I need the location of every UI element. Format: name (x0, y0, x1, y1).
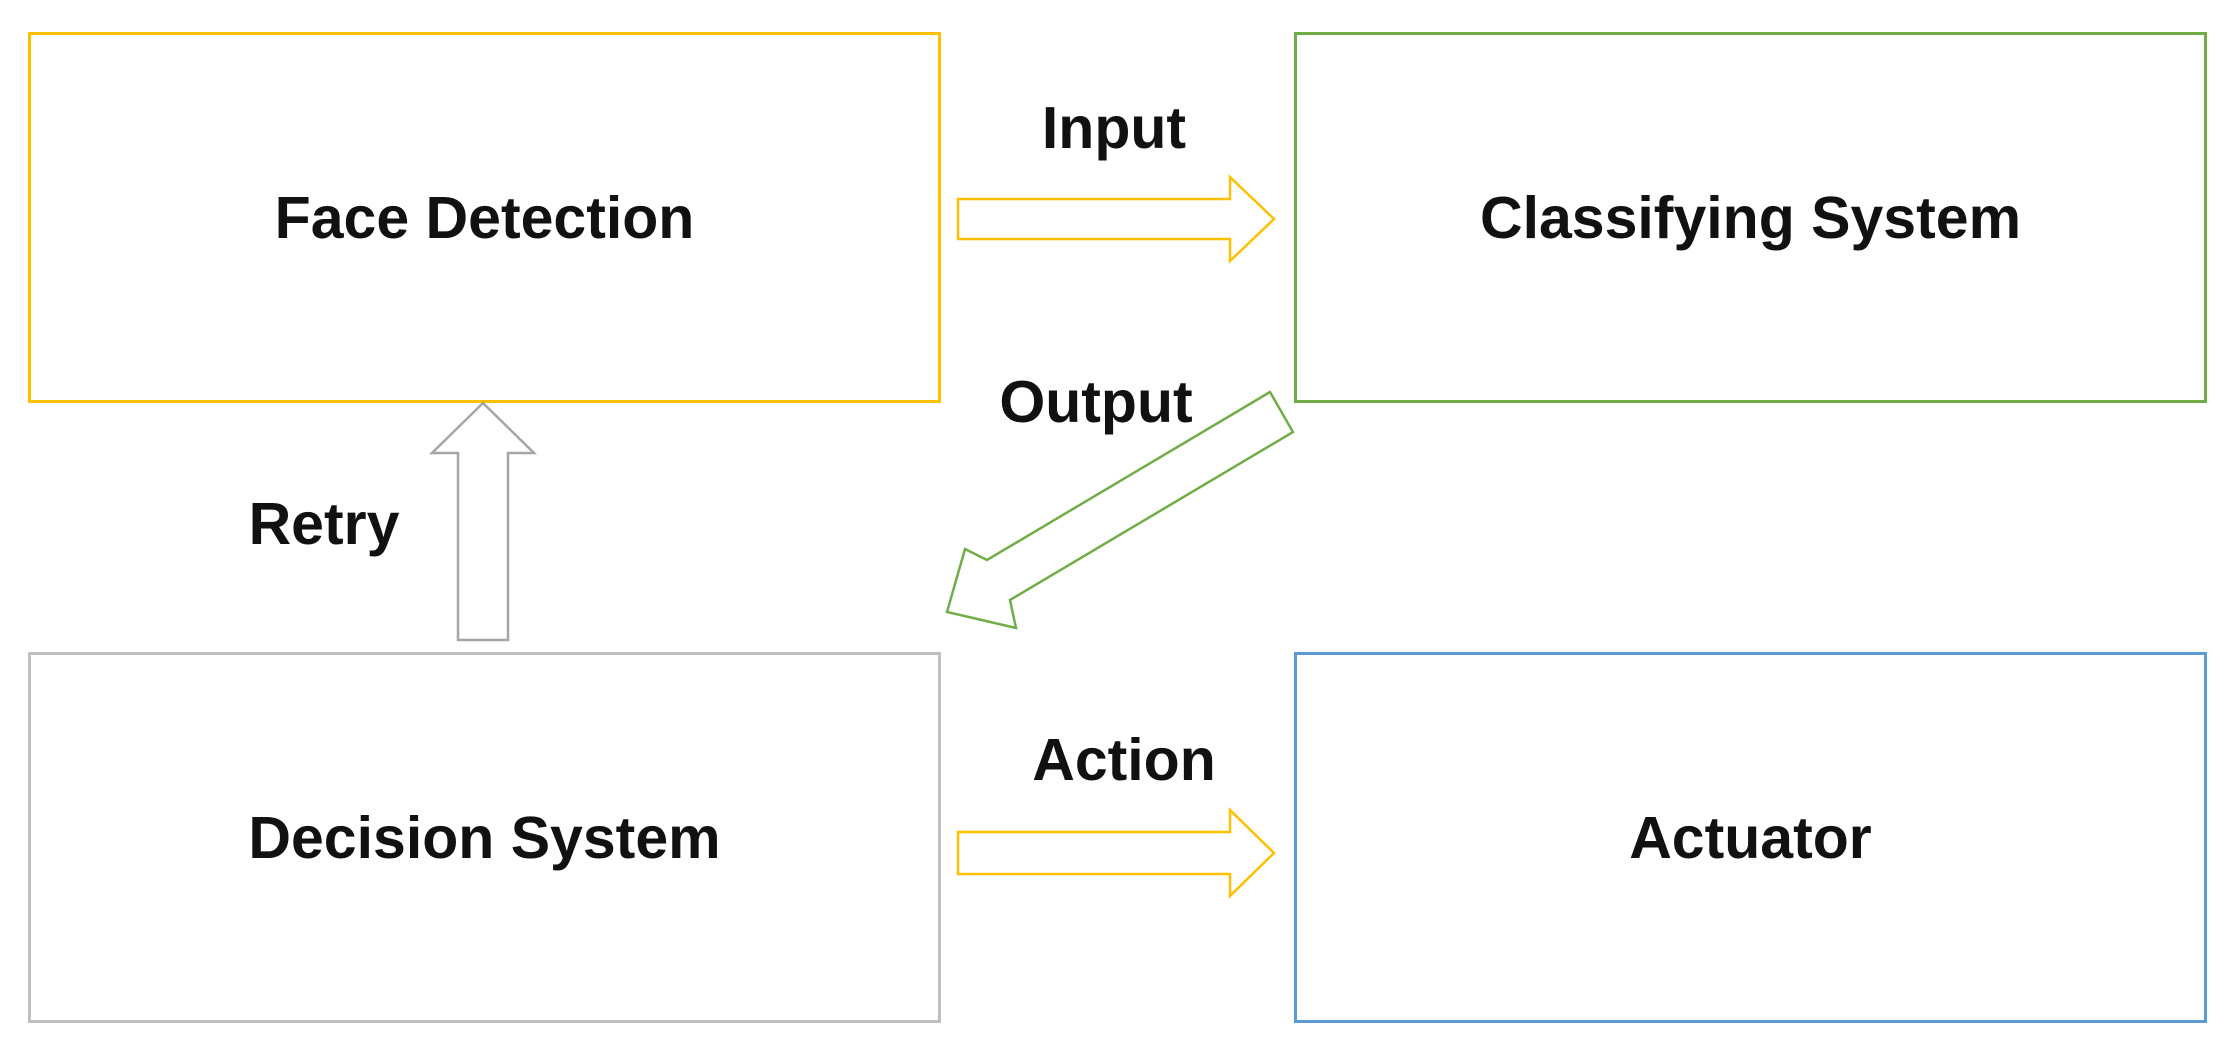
actuator-box: Actuator (1294, 652, 2207, 1023)
classifying-system-box: Classifying System (1294, 32, 2207, 403)
decision-system-box: Decision System (28, 652, 941, 1023)
retry-arrow-icon (428, 401, 538, 642)
decision-system-label: Decision System (248, 804, 721, 871)
action-label: Action (1032, 727, 1216, 793)
classifying-system-label: Classifying System (1479, 184, 2022, 251)
output-label: Output (999, 369, 1193, 435)
input-arrow-icon (956, 174, 1276, 264)
face-detection-label: Face Detection (274, 184, 695, 251)
retry-label: Retry (248, 491, 400, 557)
input-label: Input (1041, 95, 1187, 161)
actuator-label: Actuator (1629, 804, 1872, 871)
action-arrow-icon (956, 807, 1276, 899)
face-detection-box: Face Detection (28, 32, 941, 403)
